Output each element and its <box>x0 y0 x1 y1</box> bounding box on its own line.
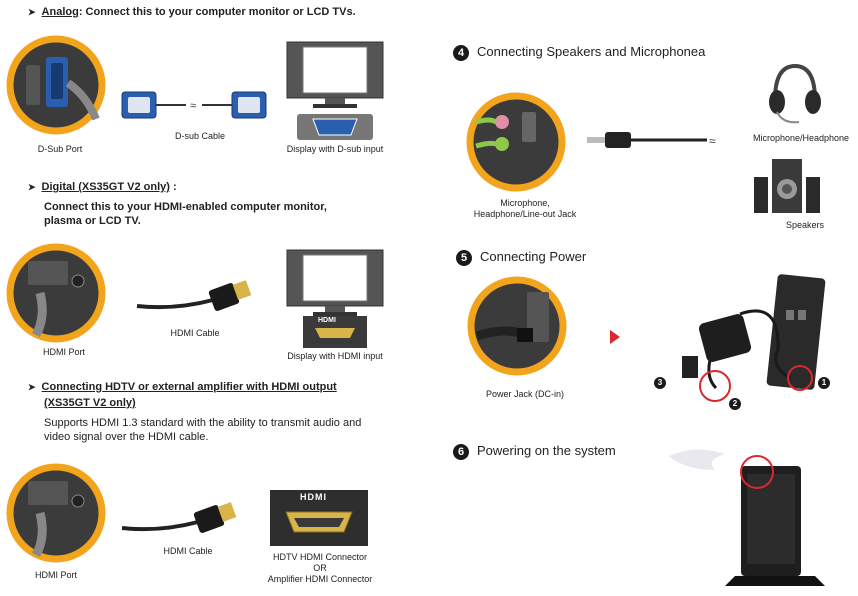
step5-badge-3: 3 <box>654 377 666 389</box>
dsub-cable-image: ≈ <box>121 91 267 119</box>
bullet-arrow-icon: ➤ <box>28 7 36 17</box>
power-jack-image <box>467 276 567 376</box>
audio-jack-caption-line2: Headphone/Line-out Jack <box>473 209 577 219</box>
audio-cable-image: ≈ <box>587 132 716 148</box>
headset-caption: Microphone/Headphone <box>752 133 850 143</box>
dsub-cable-caption: D-sub Cable <box>174 131 226 141</box>
hdtv-connector-image <box>270 490 368 546</box>
audio-jack-caption-line1: Microphone, <box>500 198 550 208</box>
step5-number: 5 <box>456 249 472 266</box>
hdtv-hdmi-cable-image <box>121 502 237 533</box>
step5-badge-1: 1 <box>818 377 830 389</box>
hdtv-hdmi-port-image <box>6 463 106 563</box>
hdtv-connector-tag: HDMI <box>300 492 327 502</box>
red-arrow-icon <box>610 330 620 344</box>
dsub-display-caption: Display with D-sub input <box>286 144 384 154</box>
power-jack-caption: Power Jack (DC-in) <box>485 389 564 399</box>
hdmi-screen-tag: HDMI <box>318 317 336 324</box>
step6-title: Powering on the system <box>477 443 616 458</box>
svg-text:≈: ≈ <box>190 100 196 112</box>
analog-description: : Connect this to your computer monitor … <box>78 6 356 18</box>
digital-body-line: Connect this to your HDMI-enabled comput… <box>44 201 327 213</box>
bullet-arrow-icon: ➤ <box>28 382 36 392</box>
audio-jack-image <box>466 92 566 192</box>
digital-label: Digital (XS35GT V2 only) <box>41 181 170 193</box>
digital-body: Connect this to your HDMI-enabled comput… <box>44 200 327 228</box>
hdtv-hdmi-cable-caption: HDMI Cable <box>163 546 213 556</box>
headset-image <box>769 63 821 124</box>
hdtv-title-line2-wrap: (XS35GT V2 only) <box>44 397 136 409</box>
step6-number: 6 <box>453 443 469 460</box>
step4-title: Connecting Speakers and Microphonea <box>477 44 706 59</box>
speakers-caption: Speakers <box>785 220 825 230</box>
hdmi-port-caption: HDMI Port <box>42 347 85 357</box>
hdtv-body: Supports HDMI 1.3 standard with the abil… <box>44 416 361 444</box>
hdtv-connector-caption: HDTV HDMI Connector OR Amplifier HDMI Co… <box>255 552 385 585</box>
system-unit-image <box>669 449 825 586</box>
hdmi-port-image <box>6 243 106 343</box>
step5-title: Connecting Power <box>480 249 587 264</box>
hdtv-title-line1: Connecting HDTV or external amplifier wi… <box>41 381 337 393</box>
hdmi-cable-image <box>136 280 252 311</box>
audio-jack-caption: Microphone, Headphone/Line-out Jack <box>470 198 580 220</box>
connector-caption-line1: HDTV HDMI Connector <box>272 552 368 562</box>
hdtv-title-line2: (XS35GT V2 only) <box>44 397 136 409</box>
step6-heading: 6 Powering on the system <box>453 443 616 460</box>
connector-caption-line2: OR <box>313 563 327 573</box>
digital-body-line: plasma or LCD TV. <box>44 215 141 227</box>
step4-heading: 4 Connecting Speakers and Microphonea <box>453 44 705 61</box>
svg-text:≈: ≈ <box>709 134 716 148</box>
hdmi-display-image <box>286 249 384 348</box>
analog-heading: ➤ Analog: Connect this to your computer m… <box>28 6 356 18</box>
digital-description: : <box>169 181 177 193</box>
hdtv-body-line: Supports HDMI 1.3 standard with the abil… <box>44 417 362 429</box>
dsub-port-caption: D-Sub Port <box>37 144 83 154</box>
step5-badge-2: 2 <box>729 398 741 410</box>
hdmi-display-caption: Display with HDMI input <box>287 351 383 361</box>
step5-heading: 5 Connecting Power <box>456 249 586 266</box>
bullet-arrow-icon: ➤ <box>28 182 36 192</box>
hdtv-hdmi-port-caption: HDMI Port <box>34 570 77 580</box>
speakers-image <box>754 159 820 213</box>
hdtv-heading: ➤ Connecting HDTV or external amplifier w… <box>28 381 337 393</box>
digital-heading: ➤ Digital (XS35GT V2 only) : <box>28 181 177 193</box>
dsub-display-image <box>286 41 384 140</box>
analog-label: Analog <box>41 6 79 18</box>
step4-number: 4 <box>453 44 469 61</box>
hdmi-cable-caption: HDMI Cable <box>170 328 220 338</box>
hdtv-body-line: video signal over the HDMI cable. <box>44 431 209 443</box>
connector-caption-line3: Amplifier HDMI Connector <box>267 574 373 584</box>
dsub-port-image <box>6 35 106 135</box>
power-adapter-image <box>682 274 826 402</box>
